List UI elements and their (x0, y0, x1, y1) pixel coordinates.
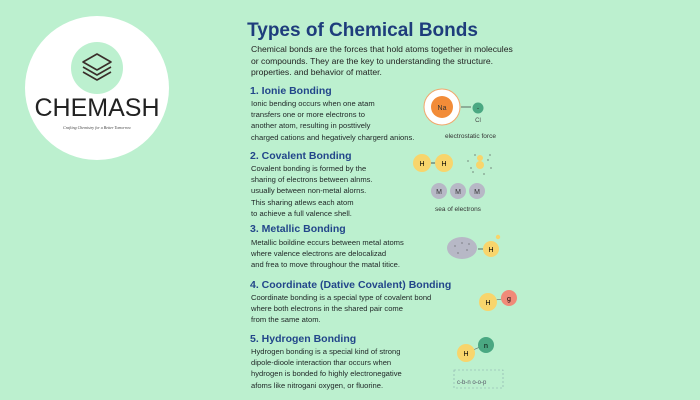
metal-atoms: M M M (431, 183, 485, 199)
hydrogen-atom (435, 154, 453, 172)
hydrogen-diagram: n H c-b-n o-o-p (453, 337, 504, 389)
atom-label: H (488, 247, 493, 254)
hydrogen-atom (483, 241, 499, 257)
section-heading-ionic: 1. Ionie Bonding (250, 85, 332, 97)
section-body-covalent: Covalent bonding is formed by the sharing… (251, 163, 373, 219)
hydrogen-note: c-b-n o-o-p (457, 380, 487, 386)
caption: electrostatic force (445, 133, 496, 140)
atom-label: Na (438, 105, 447, 112)
ion-name: Cl (475, 118, 481, 124)
body-line: where both electrons in the shared pair … (251, 304, 403, 314)
atom-label: g (507, 296, 511, 303)
intro-line: properties. and behavior of matter. (251, 67, 382, 78)
body-line: hydrogen is bonded fo highly electronega… (251, 369, 402, 379)
atom-label: M (474, 189, 480, 196)
body-line: and frea to move throughour the matal ti… (251, 260, 401, 270)
chloride-ion (472, 102, 484, 114)
intro-line: or compounds. They are the key to unders… (251, 55, 494, 66)
ionic-diagram: Na - Cl electrostatic force (423, 88, 496, 140)
body-line: where valence electrons are delocalizad (251, 249, 387, 259)
atom-label: H (419, 161, 424, 168)
body-line: charged cations and hegatively chargerd … (251, 132, 415, 142)
page-title: Types of Chemical Bonds (247, 20, 478, 41)
section-heading-metallic: 3. Metallic Bonding (250, 223, 346, 235)
atom-label: n (484, 343, 488, 350)
atom-label: H (463, 351, 468, 358)
sodium-atom (431, 96, 453, 118)
body-line: usually between non-metal alorns. (251, 186, 367, 196)
section-body-coordinate: Coordinate bonding is a special type of … (251, 292, 431, 326)
body-line: Coordinate bonding is a special type of … (251, 293, 432, 302)
body-line: Metallic boildine eccurs between metal a… (251, 238, 404, 247)
section-heading-hydrogen: 5. Hydrogen Bonding (250, 333, 357, 345)
intro-line: Chemical bonds are the forces that hold … (251, 44, 513, 54)
metallic-diagram: H (447, 234, 501, 259)
body-line: afoms like nitrogani oxygen, or fluorine… (251, 380, 384, 390)
body-line: This sharing atlews each atom (251, 197, 354, 207)
coordinate-diagram: H g (479, 290, 517, 311)
caption: sea of electrons (435, 206, 482, 213)
body-line: from the same atom. (251, 315, 321, 325)
atom-label: H (485, 300, 490, 307)
body-line: another atom, resulting in posttively (251, 121, 371, 131)
body-line: transfers one or more electrons to (251, 110, 365, 120)
layers-icon (71, 42, 123, 94)
section-body-ionic: Ionic bending occurs when one atam transf… (251, 98, 414, 143)
body-line: Ionic bending occurs when one atam (251, 99, 375, 108)
body-line: Covalent bonding is formed by the (251, 164, 367, 173)
brand-name: CHEMASH (34, 94, 160, 122)
section-body-hydrogen: Hydrogen bonding is a special kind of st… (251, 346, 402, 391)
body-line: Hydrogen bonding is a special kind of st… (251, 347, 401, 356)
atom-label: M (455, 189, 461, 196)
covalent-diagram: H H M M M sea of electrons (413, 154, 492, 213)
atom-label: H (441, 161, 446, 168)
ion-label: - (477, 106, 479, 112)
hydrogen-atom (413, 154, 431, 172)
intro-text: Chemical bonds are the forces that hold … (251, 44, 551, 79)
body-line: to achieve a full valence shell. (251, 208, 352, 218)
section-heading-covalent: 2. Covalent Bonding (250, 150, 352, 162)
body-line: sharing of electrons between alnms. (251, 175, 373, 185)
section-body-metallic: Metallic boildine eccurs between metal a… (251, 237, 404, 271)
body-line: dipole-dioole interaction thar occurs wh… (251, 358, 392, 368)
section-heading-coordinate: 4. Coordinate (Dative Covalent) Bonding (250, 279, 452, 291)
brand-tagline: Crafting Chemistry for a Better Tomorrow (63, 125, 131, 130)
atom-label: M (436, 189, 442, 196)
